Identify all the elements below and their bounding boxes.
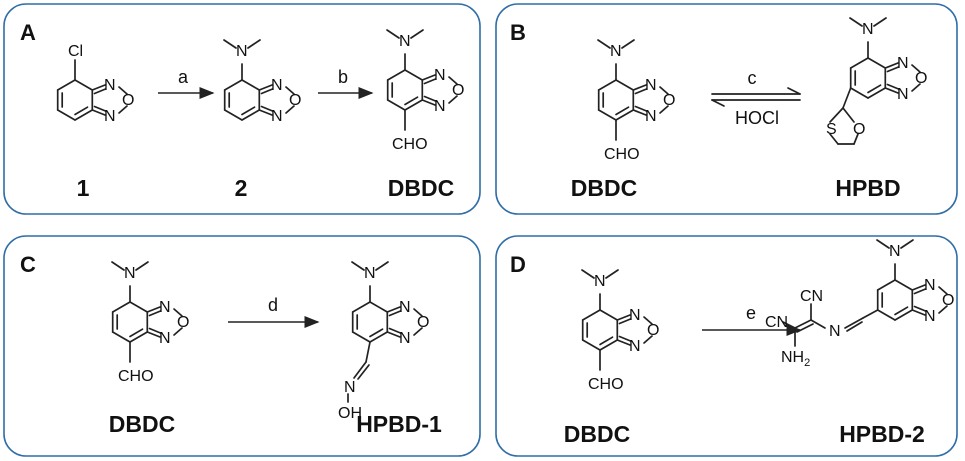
hpbd1-label: HPBD-1 — [356, 411, 442, 437]
atom-n: N — [897, 86, 909, 103]
atom-o: O — [177, 314, 189, 331]
atom-n: N — [124, 265, 136, 282]
reagent-e: e — [746, 303, 756, 323]
panel-a-letter: A — [20, 20, 36, 45]
atom-n: N — [897, 55, 909, 72]
atom-n: N — [104, 108, 116, 125]
atom-n: N — [399, 33, 411, 50]
panel-b-box — [495, 3, 958, 215]
atom-o: O — [647, 322, 659, 339]
dbdc-label-d: DBDC — [564, 421, 630, 447]
atom-o: O — [663, 92, 675, 109]
compound-2-structure — [223, 39, 295, 121]
hpbd1-structure — [347, 261, 423, 403]
panel-c-letter: C — [20, 252, 36, 277]
aldehyde-label-d: CHO — [588, 376, 624, 393]
nitrile-label-1: CN — [800, 288, 823, 305]
imine-nitrogen: N — [829, 323, 841, 340]
atom-n: N — [364, 265, 376, 282]
dbdc-structure-d — [581, 269, 653, 371]
dbdc-structure-c — [111, 261, 183, 363]
atom-n: N — [434, 67, 446, 84]
dbdc-label-c: DBDC — [109, 411, 175, 437]
atom-n: N — [645, 108, 657, 125]
atom-o: O — [122, 92, 134, 109]
atom-n: N — [924, 308, 936, 325]
atom-n: N — [889, 243, 901, 260]
reagent-hocl: HOCl — [735, 108, 779, 128]
thioacetal-oxygen: O — [853, 121, 865, 138]
atom-n: N — [862, 21, 874, 38]
aldehyde-label-a: CHO — [392, 136, 428, 153]
reagent-c: c — [748, 68, 757, 88]
atom-n: N — [434, 98, 446, 115]
atom-n: N — [159, 330, 171, 347]
hpbd-label: HPBD — [835, 175, 900, 201]
hpbd-structure — [829, 17, 921, 145]
dbdc-label-b: DBDC — [571, 175, 637, 201]
compound-2-label: 2 — [235, 175, 248, 201]
panel-c-box — [3, 235, 481, 457]
hpbd2-structure — [782, 239, 948, 347]
amine-label: NH2 — [781, 349, 810, 369]
aldehyde-label-c: CHO — [118, 368, 154, 385]
thioacetal-sulfur: S — [826, 121, 837, 138]
panel-a-box — [3, 3, 481, 215]
dbdc-structure-a — [386, 29, 458, 131]
atom-o: O — [452, 82, 464, 99]
compound-1-structure — [56, 59, 128, 121]
atom-n: N — [610, 43, 622, 60]
atom-o: O — [942, 292, 954, 309]
atom-n: N — [924, 277, 936, 294]
atom-n: N — [271, 108, 283, 125]
hpbd2-label: HPBD-2 — [839, 421, 925, 447]
dbdc-label-a: DBDC — [388, 175, 454, 201]
atom-n: N — [399, 299, 411, 316]
atom-n: N — [236, 43, 248, 60]
reagent-a: a — [178, 67, 189, 87]
atom-n: N — [645, 77, 657, 94]
atom-n: N — [629, 307, 641, 324]
oxime-hydroxyl: OH — [338, 405, 362, 422]
oxime-nitrogen: N — [344, 379, 356, 396]
atom-o: O — [289, 92, 301, 109]
atom-n: N — [399, 330, 411, 347]
panel-d-box — [495, 235, 958, 457]
atom-n: N — [271, 77, 283, 94]
atom-n: N — [159, 299, 171, 316]
atom-n: N — [104, 77, 116, 94]
nitrile-label-2: CN — [765, 314, 788, 331]
reagent-d: d — [268, 295, 278, 315]
reagent-b: b — [338, 67, 348, 87]
aldehyde-label-b: CHO — [604, 146, 640, 163]
panel-b-letter: B — [510, 20, 526, 45]
atom-o: O — [915, 70, 927, 87]
chloro-atom: Cl — [68, 43, 83, 60]
compound-1-label: 1 — [77, 175, 90, 201]
atom-n: N — [594, 273, 606, 290]
dbdc-structure-b — [597, 39, 669, 141]
atom-o: O — [417, 314, 429, 331]
panel-d-letter: D — [510, 252, 526, 277]
atom-n: N — [629, 338, 641, 355]
